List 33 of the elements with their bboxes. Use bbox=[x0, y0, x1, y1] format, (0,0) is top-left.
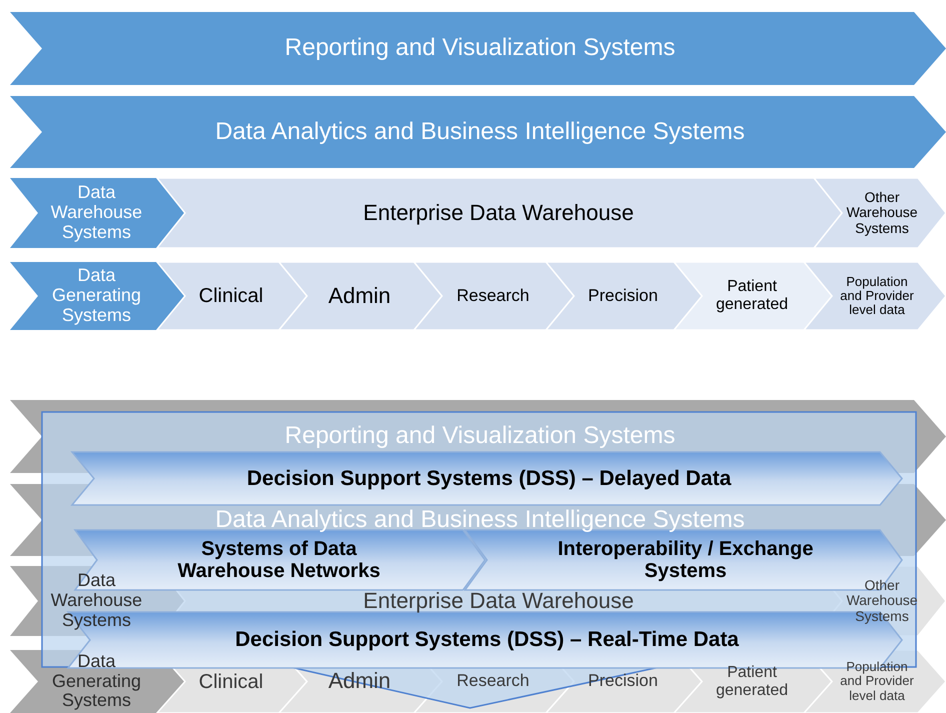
overlay-panel bbox=[42, 412, 916, 710]
chevron-shape bbox=[10, 96, 946, 168]
chevron-label: Admin bbox=[328, 284, 391, 308]
chevron-shape bbox=[814, 178, 946, 248]
chevron-label: Data Warehouse Systems bbox=[50, 183, 144, 243]
chevron-label: Reporting and Visualization Systems bbox=[284, 35, 676, 62]
chevron-label: Decision Support Systems (DSS) – Delayed Data bbox=[246, 466, 732, 490]
chevron-label: Data Analytics and Business Intelligence Systems bbox=[215, 118, 745, 146]
chevron-shape bbox=[10, 12, 946, 85]
chevron-label: Patient generated bbox=[714, 278, 790, 314]
chevron-label: Research bbox=[456, 286, 530, 306]
chevron-label: Interoperability / Exchange Systems bbox=[556, 538, 814, 582]
chevron-label: Reporting and Visualization Systems bbox=[284, 423, 676, 450]
chevron-label: Enterprise Data Warehouse bbox=[363, 588, 634, 614]
chevron-label: Data Generating Systems bbox=[50, 266, 142, 326]
chevron-label: Enterprise Data Warehouse bbox=[363, 200, 634, 226]
chevron-label: Clinical bbox=[198, 670, 264, 692]
chevron-label: Clinical bbox=[198, 285, 264, 307]
chevron-label: Decision Support Systems (DSS) – Real-Time Data bbox=[235, 628, 739, 652]
chevron-label: Precision bbox=[588, 286, 658, 306]
chevron-label: Patient generated bbox=[714, 664, 790, 700]
chevron-label: Data Generating Systems bbox=[50, 652, 142, 712]
chevron-label: Data Analytics and Business Intelligence Systems bbox=[215, 506, 745, 534]
chevron-label: Population and Provider level data bbox=[839, 274, 915, 318]
chevron-label: Other Warehouse Systems bbox=[846, 190, 918, 236]
chevron-shape bbox=[804, 262, 946, 330]
chevron-label: Data Warehouse Systems bbox=[50, 571, 144, 631]
chevron-label: Population and Provider level data bbox=[839, 660, 915, 703]
chevron-shape bbox=[465, 530, 902, 590]
chevron-label: Precision bbox=[588, 672, 658, 691]
chevron-label: Research bbox=[456, 672, 530, 691]
chevron-label: Systems of Data Warehouse Networks bbox=[176, 538, 382, 582]
chevron-shape bbox=[72, 452, 902, 505]
